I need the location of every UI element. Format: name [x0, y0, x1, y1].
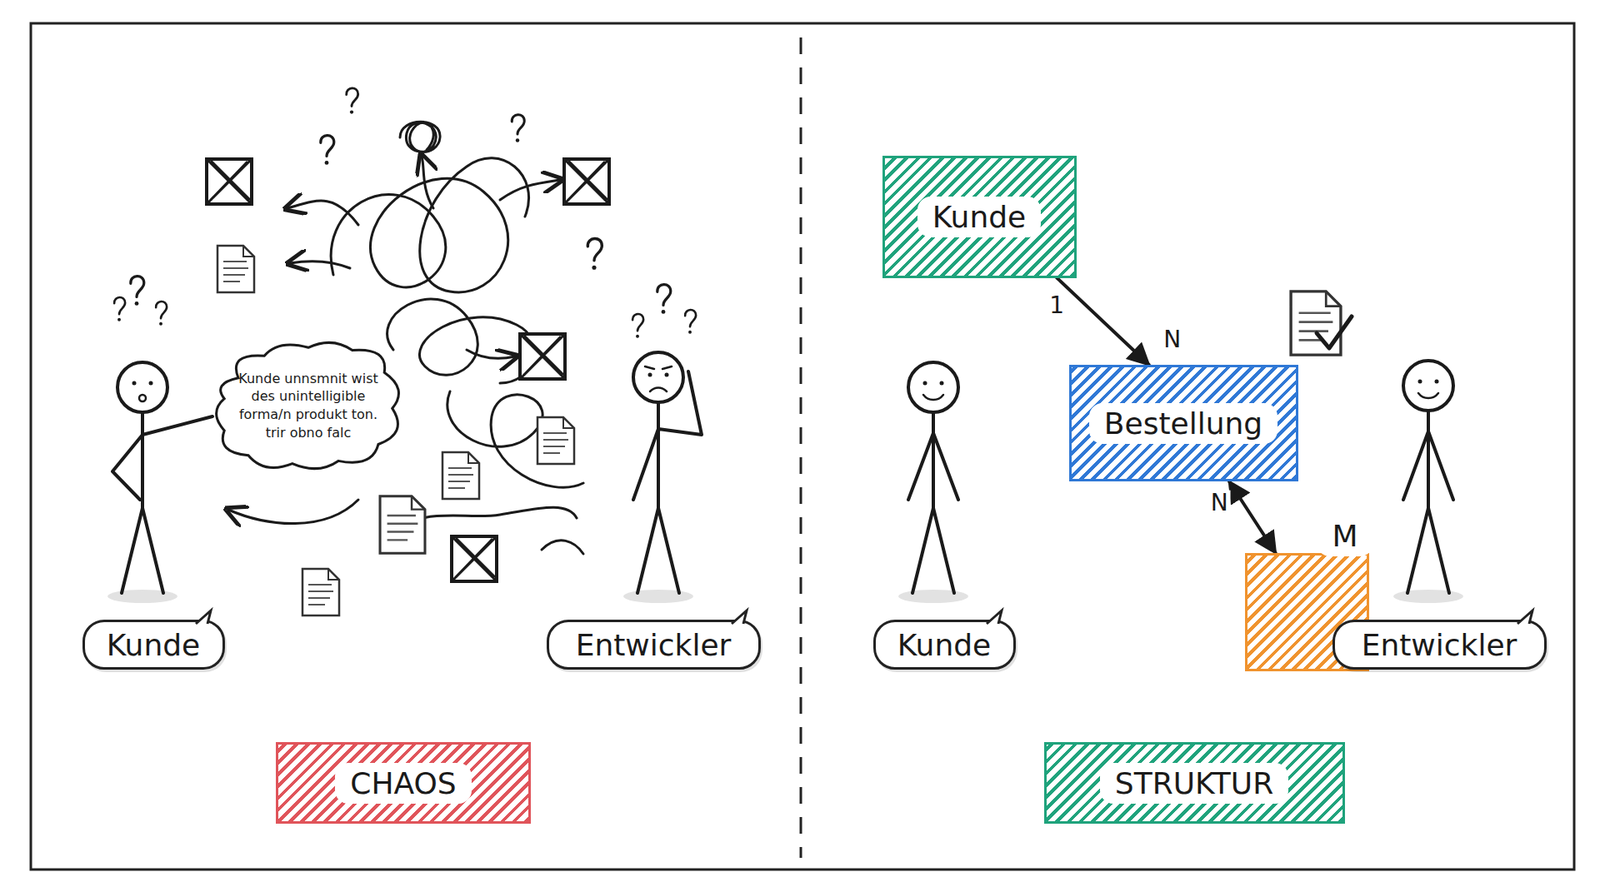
- chaos-scribbles: [228, 121, 584, 555]
- role-badge: Kunde: [82, 620, 225, 670]
- role-badge: Entwickler: [1332, 620, 1547, 670]
- entity-box: Bestellung: [1069, 365, 1299, 482]
- node-label: Kunde: [917, 196, 1041, 238]
- node-label: Entwickler: [1361, 628, 1518, 663]
- node-label: CHAOS: [335, 763, 471, 805]
- speech-cloud: Kunde unnsmnit wist des unintelligible f…: [208, 336, 409, 475]
- node-label: STRUKTUR: [1100, 763, 1289, 805]
- node-label: Entwickler: [575, 628, 732, 663]
- cardinality: M: [1316, 515, 1373, 557]
- cloud-outline: [208, 336, 409, 475]
- approved-document: [1290, 291, 1352, 355]
- relation-arrow: [1229, 481, 1276, 554]
- relation-arrow: [1056, 278, 1150, 366]
- chaos-box: CHAOS: [275, 742, 531, 825]
- node-label: Kunde unnsmnit wist des unintelligible f…: [235, 370, 382, 442]
- cardinality: N: [1160, 327, 1184, 354]
- badge-tail: [986, 610, 1005, 625]
- cardinality: N: [1208, 490, 1231, 517]
- frame: [30, 23, 1575, 870]
- structure-box: STRUKTUR: [1044, 742, 1345, 825]
- question-marks: [114, 88, 696, 339]
- node-label: Bestellung: [1089, 403, 1278, 445]
- badge-tail: [731, 610, 750, 625]
- badge-tail: [1517, 610, 1536, 625]
- node-label: Kunde: [106, 628, 200, 663]
- role-badge: Entwickler: [546, 620, 761, 670]
- entity-box: Kunde: [882, 155, 1077, 279]
- cardinality: 1: [1046, 292, 1067, 319]
- badge-tail: [195, 610, 215, 625]
- divider: [800, 37, 803, 859]
- node-label: Kunde: [897, 628, 991, 663]
- role-badge: Kunde: [873, 620, 1016, 670]
- crossed-boxes: [206, 159, 610, 582]
